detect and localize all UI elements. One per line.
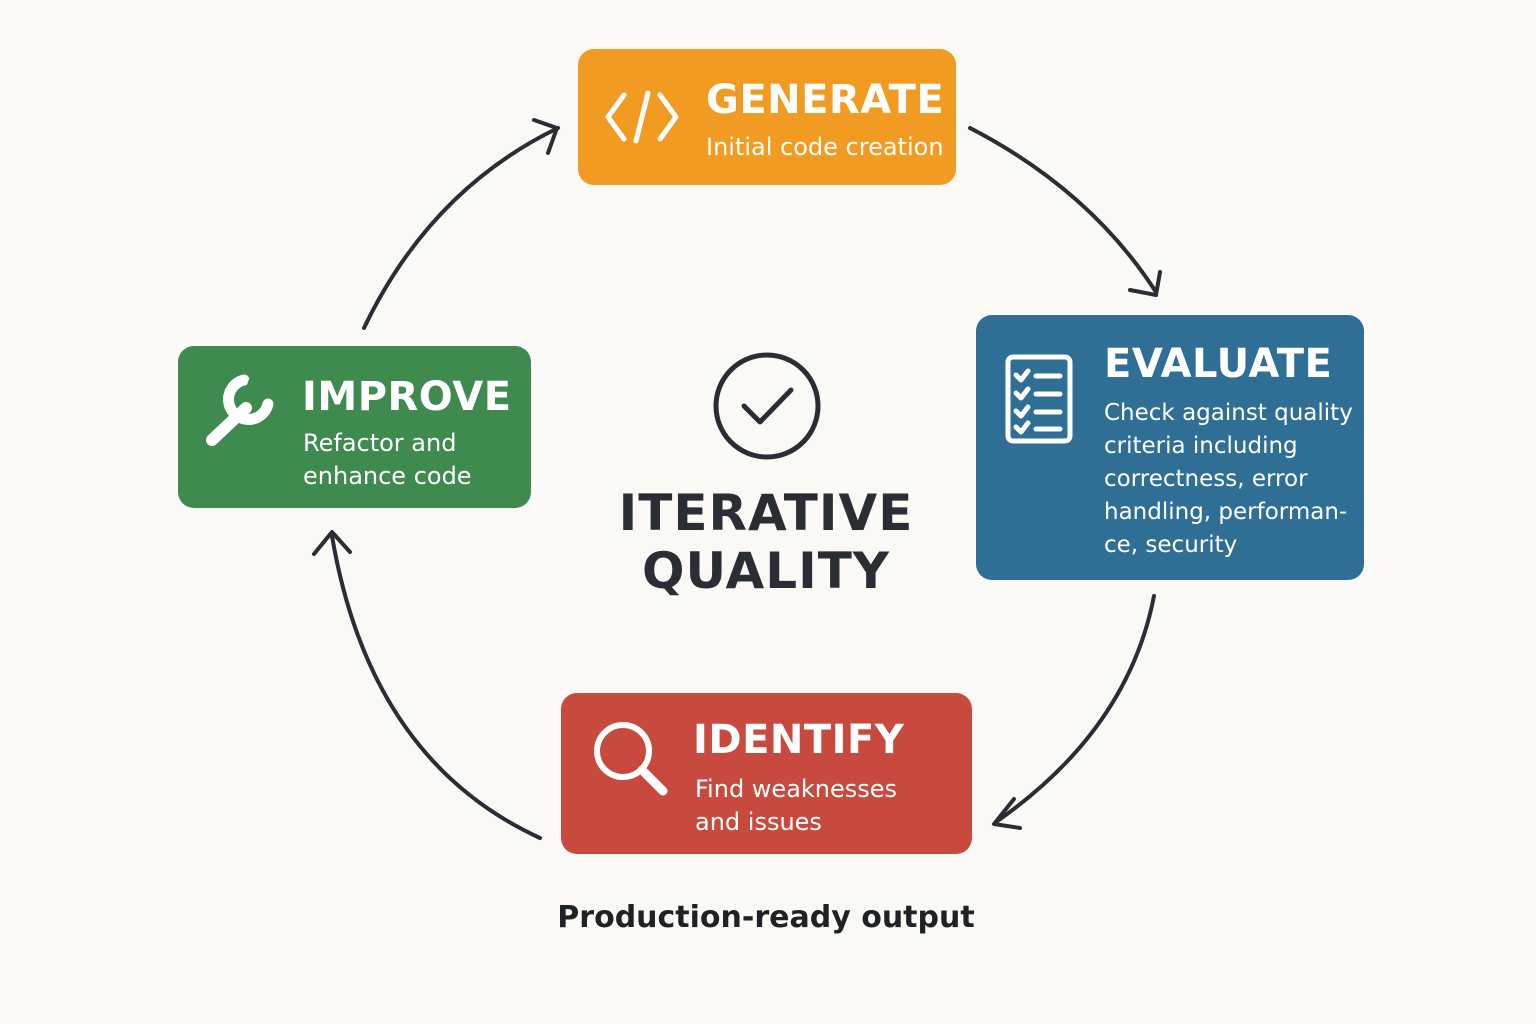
arrow-evaluate-to-identify <box>994 594 1156 824</box>
identify-description: Find weaknesses and issues <box>695 773 897 839</box>
evaluate-step-card: EVALUATE Check against quality criteria … <box>976 315 1364 580</box>
evaluate-description-line: ce, security <box>1104 532 1238 558</box>
identify-description-line: and issues <box>695 808 822 836</box>
evaluate-description: Check against quality criteria including… <box>1104 397 1353 562</box>
arrow-improve-to-generate <box>362 126 560 330</box>
identify-title: IDENTIFY <box>693 717 905 763</box>
arrow-generate-to-evaluate <box>968 126 1158 294</box>
generate-step-card: GENERATE Initial code creation <box>578 49 956 185</box>
identify-step-card: IDENTIFY Find weaknesses and issues <box>561 693 972 854</box>
checklist-icon <box>1005 354 1073 444</box>
arrowhead-improve <box>312 530 352 556</box>
generate-description-line: Initial code creation <box>706 133 944 161</box>
evaluate-description-line: correctness, error <box>1104 466 1308 492</box>
evaluate-description-line: criteria including <box>1104 433 1298 459</box>
improve-description-line: enhance code <box>303 462 472 490</box>
identify-description-line: Find weaknesses <box>695 775 898 803</box>
check-circle-icon <box>713 352 821 460</box>
arrowhead-evaluate <box>1128 270 1162 297</box>
code-brackets-icon <box>605 90 679 144</box>
improve-description: Refactor and enhance code <box>303 427 472 493</box>
improve-description-line: Refactor and <box>303 429 457 457</box>
evaluate-description-line: handling, performan- <box>1104 499 1348 525</box>
arrowhead-identify <box>992 797 1022 830</box>
center-title-line: ITERATIVE <box>618 484 914 542</box>
wrench-icon <box>206 374 274 446</box>
generate-description: Initial code creation <box>706 131 944 164</box>
footer-caption: Production-ready output <box>557 900 975 935</box>
magnifier-icon <box>594 722 668 796</box>
evaluate-description-line: Check against quality <box>1104 400 1353 426</box>
center-title-line: QUALITY <box>641 542 891 600</box>
center-title: ITERATIVE QUALITY <box>566 484 966 600</box>
arrowhead-generate <box>532 118 559 155</box>
improve-title: IMPROVE <box>302 374 512 420</box>
improve-step-card: IMPROVE Refactor and enhance code <box>178 346 531 508</box>
generate-title: GENERATE <box>706 77 945 123</box>
arrow-identify-to-improve <box>330 534 542 840</box>
evaluate-title: EVALUATE <box>1104 341 1333 387</box>
